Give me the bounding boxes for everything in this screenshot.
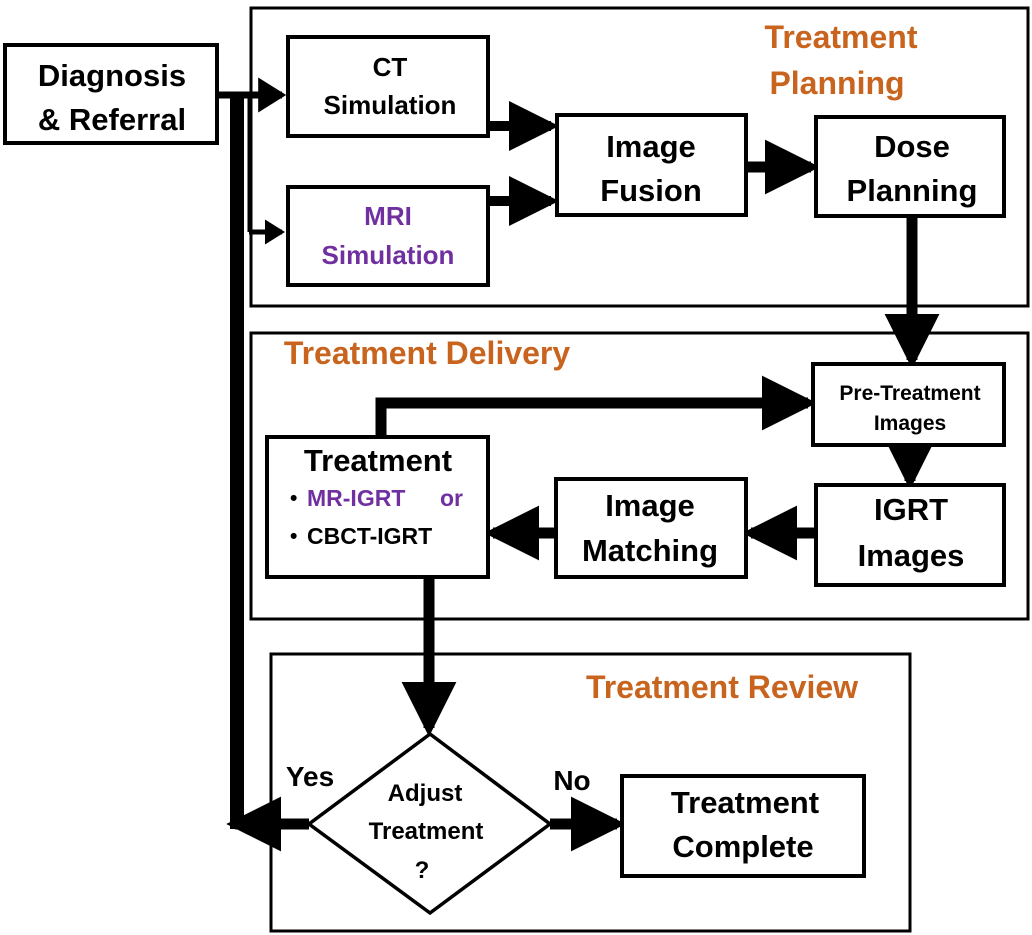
mri-line2: Simulation — [322, 240, 455, 270]
diagnosis-line1: Diagnosis — [38, 58, 186, 93]
treatment-bullet-1: • — [290, 487, 297, 510]
treatment-planning-panel: Treatment Planning — [249, 6, 1030, 308]
decision-line1: Adjust — [388, 780, 463, 807]
treatment-complete-node: Treatment Complete — [620, 774, 866, 878]
no-label: No — [553, 765, 590, 796]
ct-line2: Simulation — [324, 90, 457, 120]
edge-treatment-to-pretreatment — [375, 375, 817, 436]
dose-planning-node: Dose Planning — [814, 115, 1006, 218]
treatment-bullet-2: • — [290, 525, 297, 548]
igrt-images-node: IGRT Images — [814, 483, 1006, 587]
treatment-option-mr-igrt: MR-IGRT — [307, 485, 405, 511]
mri-line1: MRI — [364, 201, 412, 231]
review-title: Treatment Review — [586, 669, 858, 705]
treatment-review-panel: Treatment Review — [269, 652, 912, 933]
mri-simulation-node: MRI Simulation — [286, 185, 490, 287]
pretreatment-line2: Images — [874, 412, 946, 435]
planning-title-line1: Treatment — [765, 19, 918, 55]
treatment-option-or: or — [440, 485, 463, 511]
diagnosis-referral-node: Diagnosis & Referral — [3, 43, 219, 145]
treatment-delivery-panel: Treatment Delivery — [249, 331, 1030, 621]
treatment-title: Treatment — [304, 443, 452, 478]
treatment-node: Treatment • MR-IGRT or • CBCT-IGRT — [265, 435, 490, 579]
diagnosis-line2: & Referral — [38, 102, 186, 137]
matching-line2: Matching — [582, 533, 718, 568]
fusion-line2: Fusion — [600, 173, 702, 208]
ct-simulation-node: CT Simulation — [286, 35, 490, 138]
dose-line1: Dose — [874, 129, 950, 164]
decision-line3: ? — [415, 857, 430, 884]
yes-label: Yes — [286, 761, 334, 792]
decision-line2: Treatment — [369, 818, 484, 845]
dose-line2: Planning — [847, 173, 978, 208]
matching-line1: Image — [605, 488, 695, 523]
igrt-line1: IGRT — [874, 492, 948, 527]
adjust-treatment-decision: Adjust Treatment ? — [306, 731, 553, 916]
fusion-line1: Image — [606, 129, 696, 164]
complete-line2: Complete — [672, 829, 813, 864]
complete-line1: Treatment — [671, 785, 819, 820]
planning-title-line2: Planning — [769, 65, 904, 101]
pretreatment-line1: Pre-Treatment — [839, 382, 980, 405]
delivery-title: Treatment Delivery — [284, 335, 571, 371]
pre-treatment-images-node: Pre-Treatment Images — [811, 362, 1006, 447]
image-fusion-node: Image Fusion — [555, 113, 748, 217]
ct-line1: CT — [373, 52, 408, 82]
image-matching-node: Image Matching — [554, 477, 748, 579]
treatment-option-cbct-igrt: CBCT-IGRT — [307, 523, 432, 549]
igrt-line2: Images — [858, 538, 965, 573]
